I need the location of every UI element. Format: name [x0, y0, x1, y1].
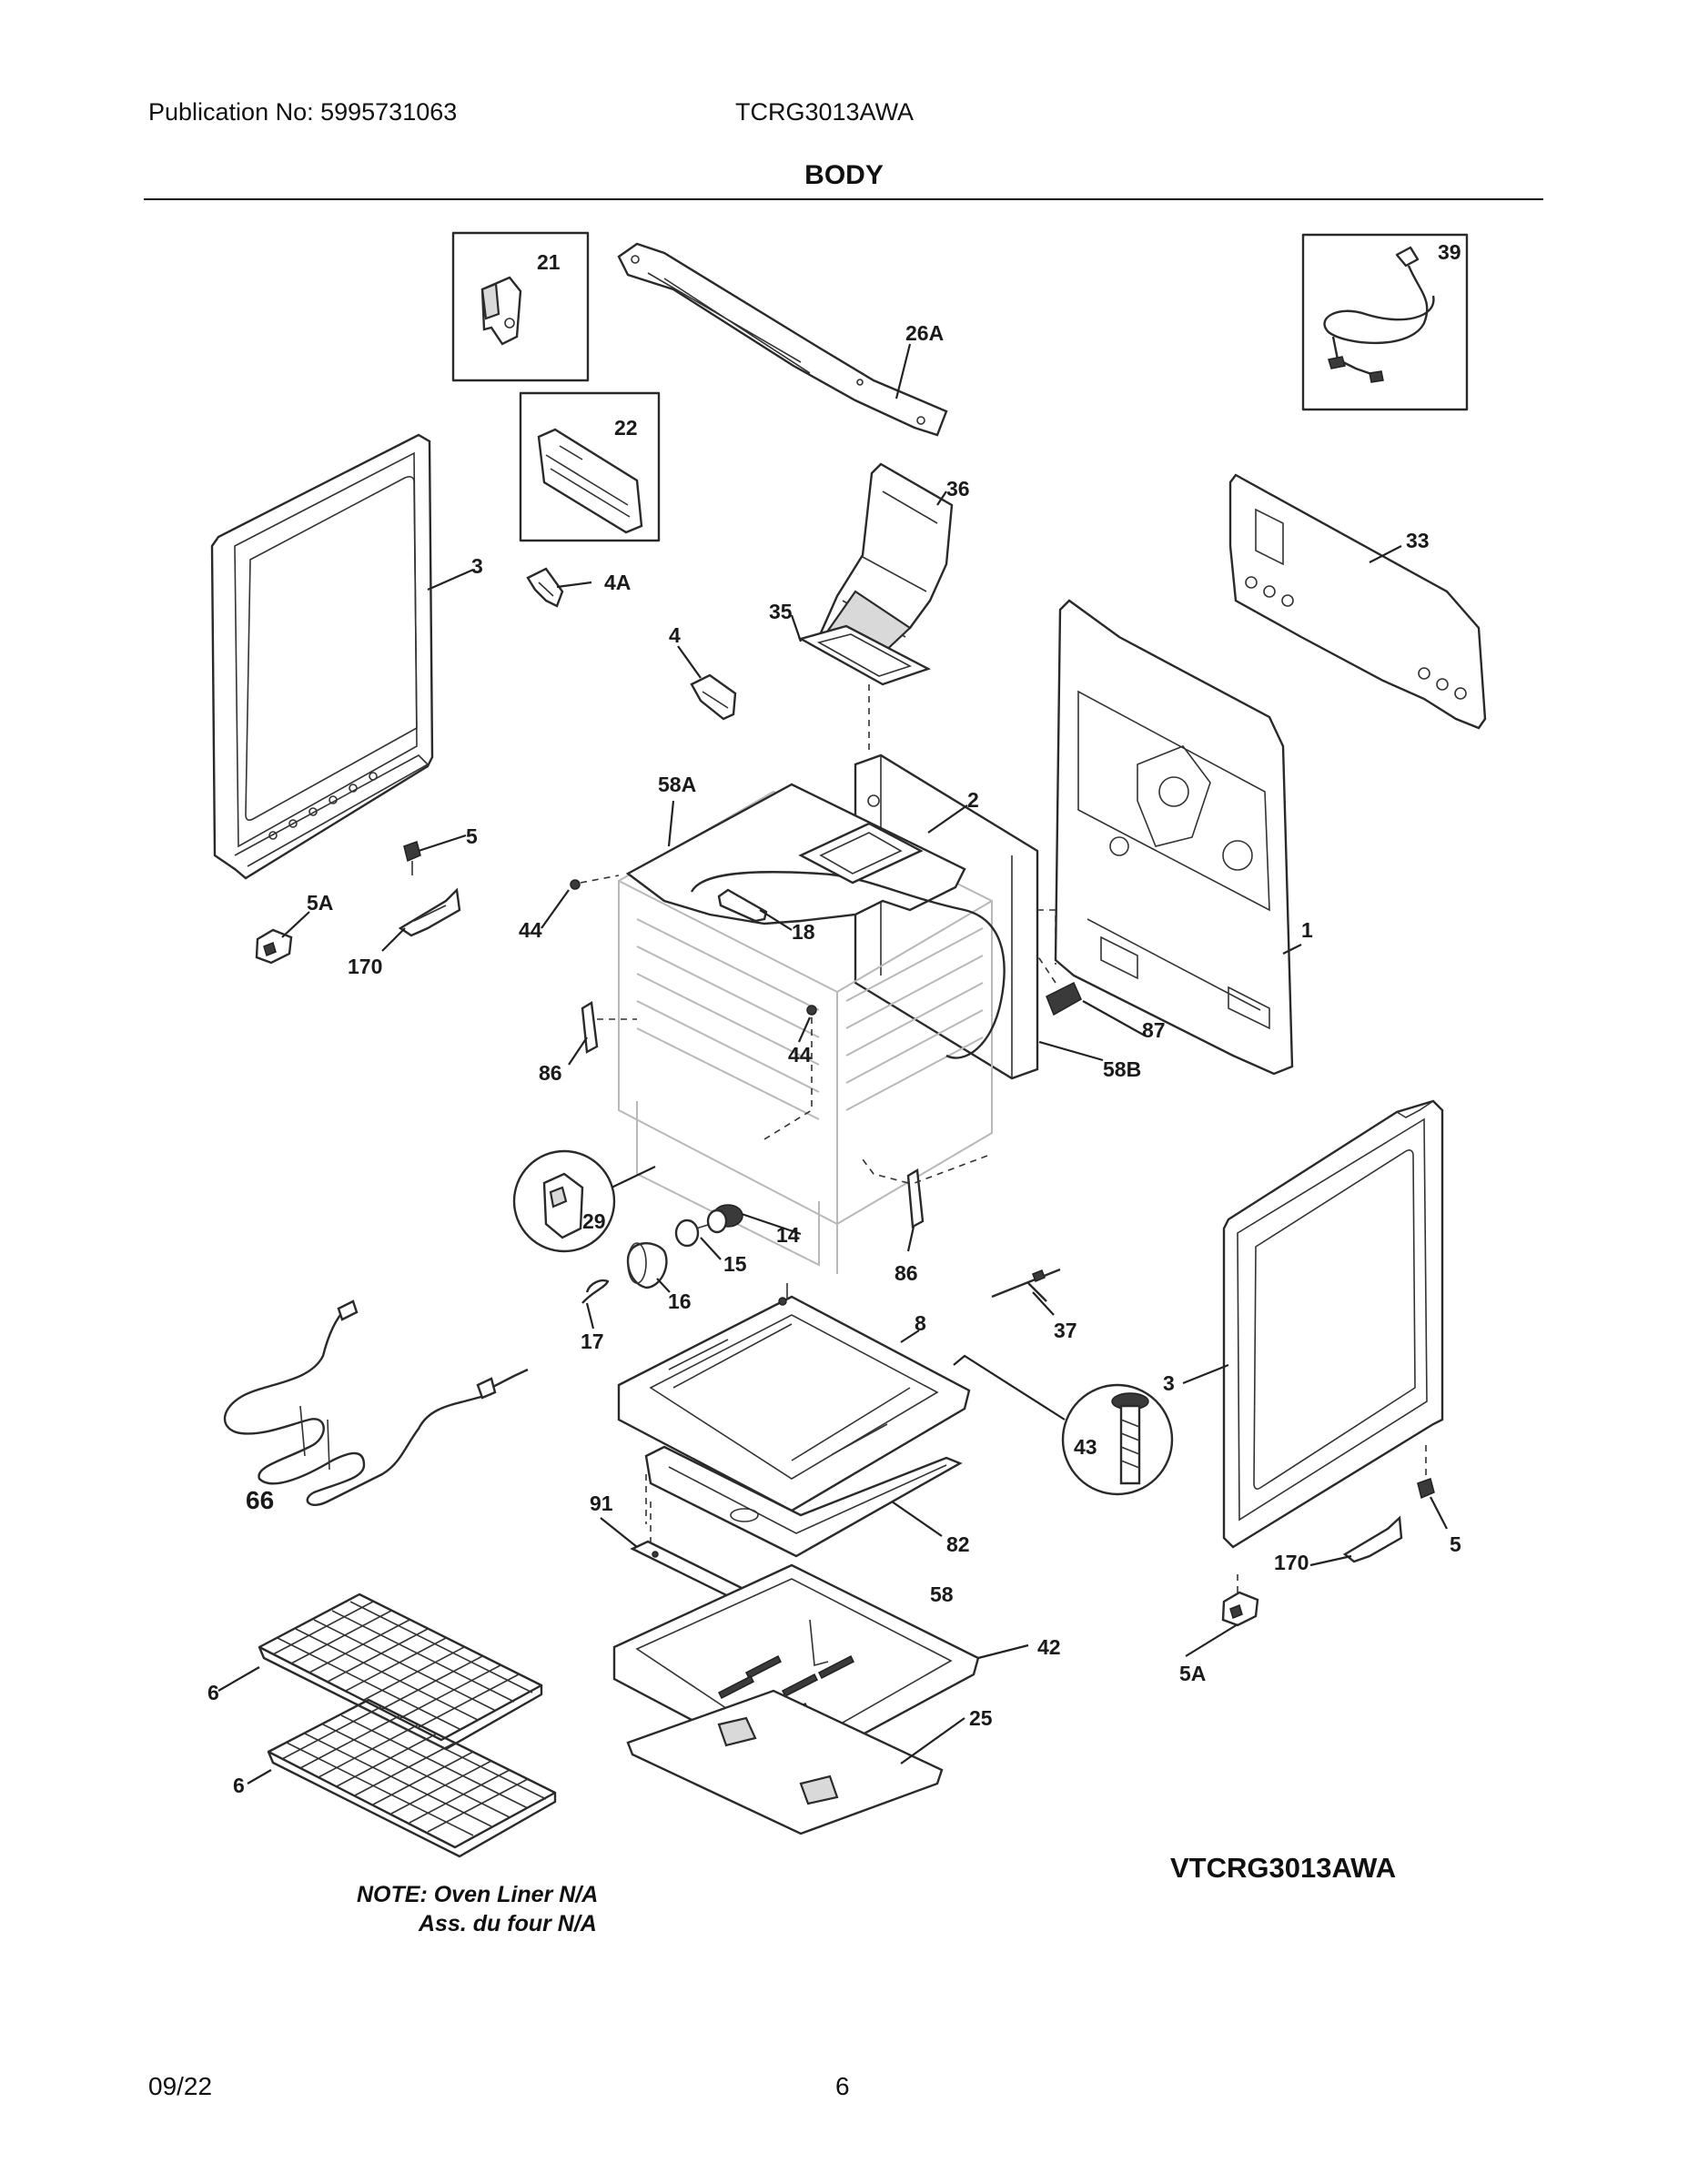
- part-16-lens: [626, 1242, 668, 1289]
- part-44-screw-a: [570, 875, 620, 890]
- label-25: 25: [969, 1706, 993, 1730]
- page-number: 6: [835, 2072, 850, 2100]
- part-26a-rail: [617, 242, 948, 437]
- note-line-2: Ass. du four N/A: [419, 1911, 597, 1936]
- label-170-left: 170: [348, 955, 382, 978]
- part-6-rack-upper: [258, 1592, 543, 1751]
- publication-number: Publication No: 5995731063: [148, 98, 458, 126]
- label-6-upper: 6: [207, 1681, 219, 1704]
- label-86-a: 86: [539, 1061, 562, 1085]
- section-title: BODY: [804, 160, 884, 190]
- part-5a-bracket-right: [1221, 1574, 1259, 1627]
- label-44-b: 44: [788, 1043, 812, 1067]
- label-8: 8: [915, 1311, 926, 1335]
- label-44-a: 44: [519, 918, 542, 942]
- label-58a: 58A: [658, 773, 696, 796]
- part-4a-bracket: [526, 567, 564, 608]
- label-35: 35: [769, 600, 793, 623]
- label-17: 17: [581, 1330, 604, 1353]
- label-58b: 58B: [1103, 1057, 1141, 1081]
- label-66: 66: [246, 1486, 274, 1514]
- label-16: 16: [668, 1289, 692, 1313]
- note-line-1: NOTE: Oven Liner N/A: [357, 1882, 599, 1907]
- leader-lines: [217, 343, 1448, 1785]
- part-39-inset: [1301, 233, 1469, 411]
- label-21: 21: [537, 250, 561, 274]
- part-170-bracket-left: [398, 887, 461, 937]
- part-86-hinge-receiver-a: [581, 1001, 637, 1054]
- label-170-right: 170: [1274, 1551, 1309, 1574]
- part-1-back-panel: [1054, 599, 1294, 1076]
- label-42: 42: [1037, 1635, 1061, 1659]
- align-line-hinge: [914, 1155, 988, 1184]
- part-6-rack-lower: [267, 1698, 557, 1858]
- part-21-inset: [451, 231, 590, 382]
- label-33: 33: [1406, 529, 1430, 552]
- part-44-screw-b: [759, 1005, 817, 1143]
- label-5a-left: 5A: [307, 891, 333, 915]
- part-36-vent-duct: [817, 462, 954, 657]
- part-37-oven-sensor: [991, 1268, 1061, 1302]
- label-39: 39: [1438, 240, 1461, 264]
- part-14-lamp-socket: [706, 1204, 743, 1234]
- label-37: 37: [1054, 1319, 1077, 1342]
- label-91: 91: [590, 1491, 613, 1515]
- label-4: 4: [669, 623, 681, 647]
- part-17-wire-clip: [581, 1279, 610, 1304]
- part-43-inset: [953, 1354, 1174, 1496]
- label-14: 14: [776, 1223, 800, 1247]
- label-5a-right: 5A: [1179, 1662, 1206, 1685]
- label-82: 82: [946, 1532, 970, 1556]
- label-15: 15: [723, 1252, 747, 1276]
- label-36: 36: [946, 477, 970, 500]
- part-5a-bracket-left: [255, 928, 293, 965]
- part-82-lower-pan: [644, 1445, 963, 1558]
- part-33-rear-cover: [1228, 473, 1487, 730]
- part-3-right-side-panel: [1222, 1099, 1444, 1549]
- label-29: 29: [582, 1209, 606, 1233]
- part-15-bulb: [674, 1218, 709, 1248]
- diagram-id: VTCRG3013AWA: [1170, 1852, 1397, 1884]
- align-line-back: [1037, 909, 1056, 965]
- label-1: 1: [1301, 918, 1313, 942]
- part-4-bracket: [690, 673, 737, 721]
- part-87-terminal-block: [1036, 955, 1082, 1016]
- label-3-left: 3: [471, 554, 483, 578]
- label-6-lower: 6: [233, 1774, 245, 1797]
- part-29-inset: [512, 1149, 656, 1253]
- label-5-right: 5: [1450, 1532, 1461, 1556]
- label-43: 43: [1074, 1435, 1097, 1459]
- label-2: 2: [967, 788, 979, 812]
- part-25-bottom-plate: [626, 1689, 944, 1835]
- part-8-oven-bottom: [617, 1283, 971, 1512]
- label-26a: 26A: [905, 321, 944, 345]
- part-5-leveler-right: [1417, 1445, 1435, 1500]
- label-22: 22: [614, 416, 638, 440]
- label-87: 87: [1142, 1018, 1166, 1042]
- part-5-leveler-left: [403, 841, 421, 875]
- part-86-hinge-receiver-b: [859, 1155, 925, 1228]
- part-35-gasket: [797, 624, 932, 755]
- label-58: 58: [930, 1582, 954, 1606]
- header-divider: [144, 198, 1543, 200]
- part-3-left-side-panel: [210, 433, 434, 880]
- model-number: TCRG3013AWA: [735, 98, 915, 126]
- label-4a: 4A: [604, 571, 631, 594]
- part-18-clip: [717, 888, 768, 923]
- part-58a-top-insulation: [625, 783, 1006, 1059]
- label-5-left: 5: [466, 824, 478, 848]
- part-22-inset: [519, 391, 661, 542]
- label-86-b: 86: [895, 1261, 918, 1285]
- label-3-right: 3: [1163, 1371, 1175, 1395]
- label-18: 18: [792, 920, 815, 944]
- part-170-bracket-right: [1342, 1515, 1403, 1563]
- part-66-bake-element: [223, 1299, 529, 1506]
- footer-date: 09/22: [148, 2072, 213, 2100]
